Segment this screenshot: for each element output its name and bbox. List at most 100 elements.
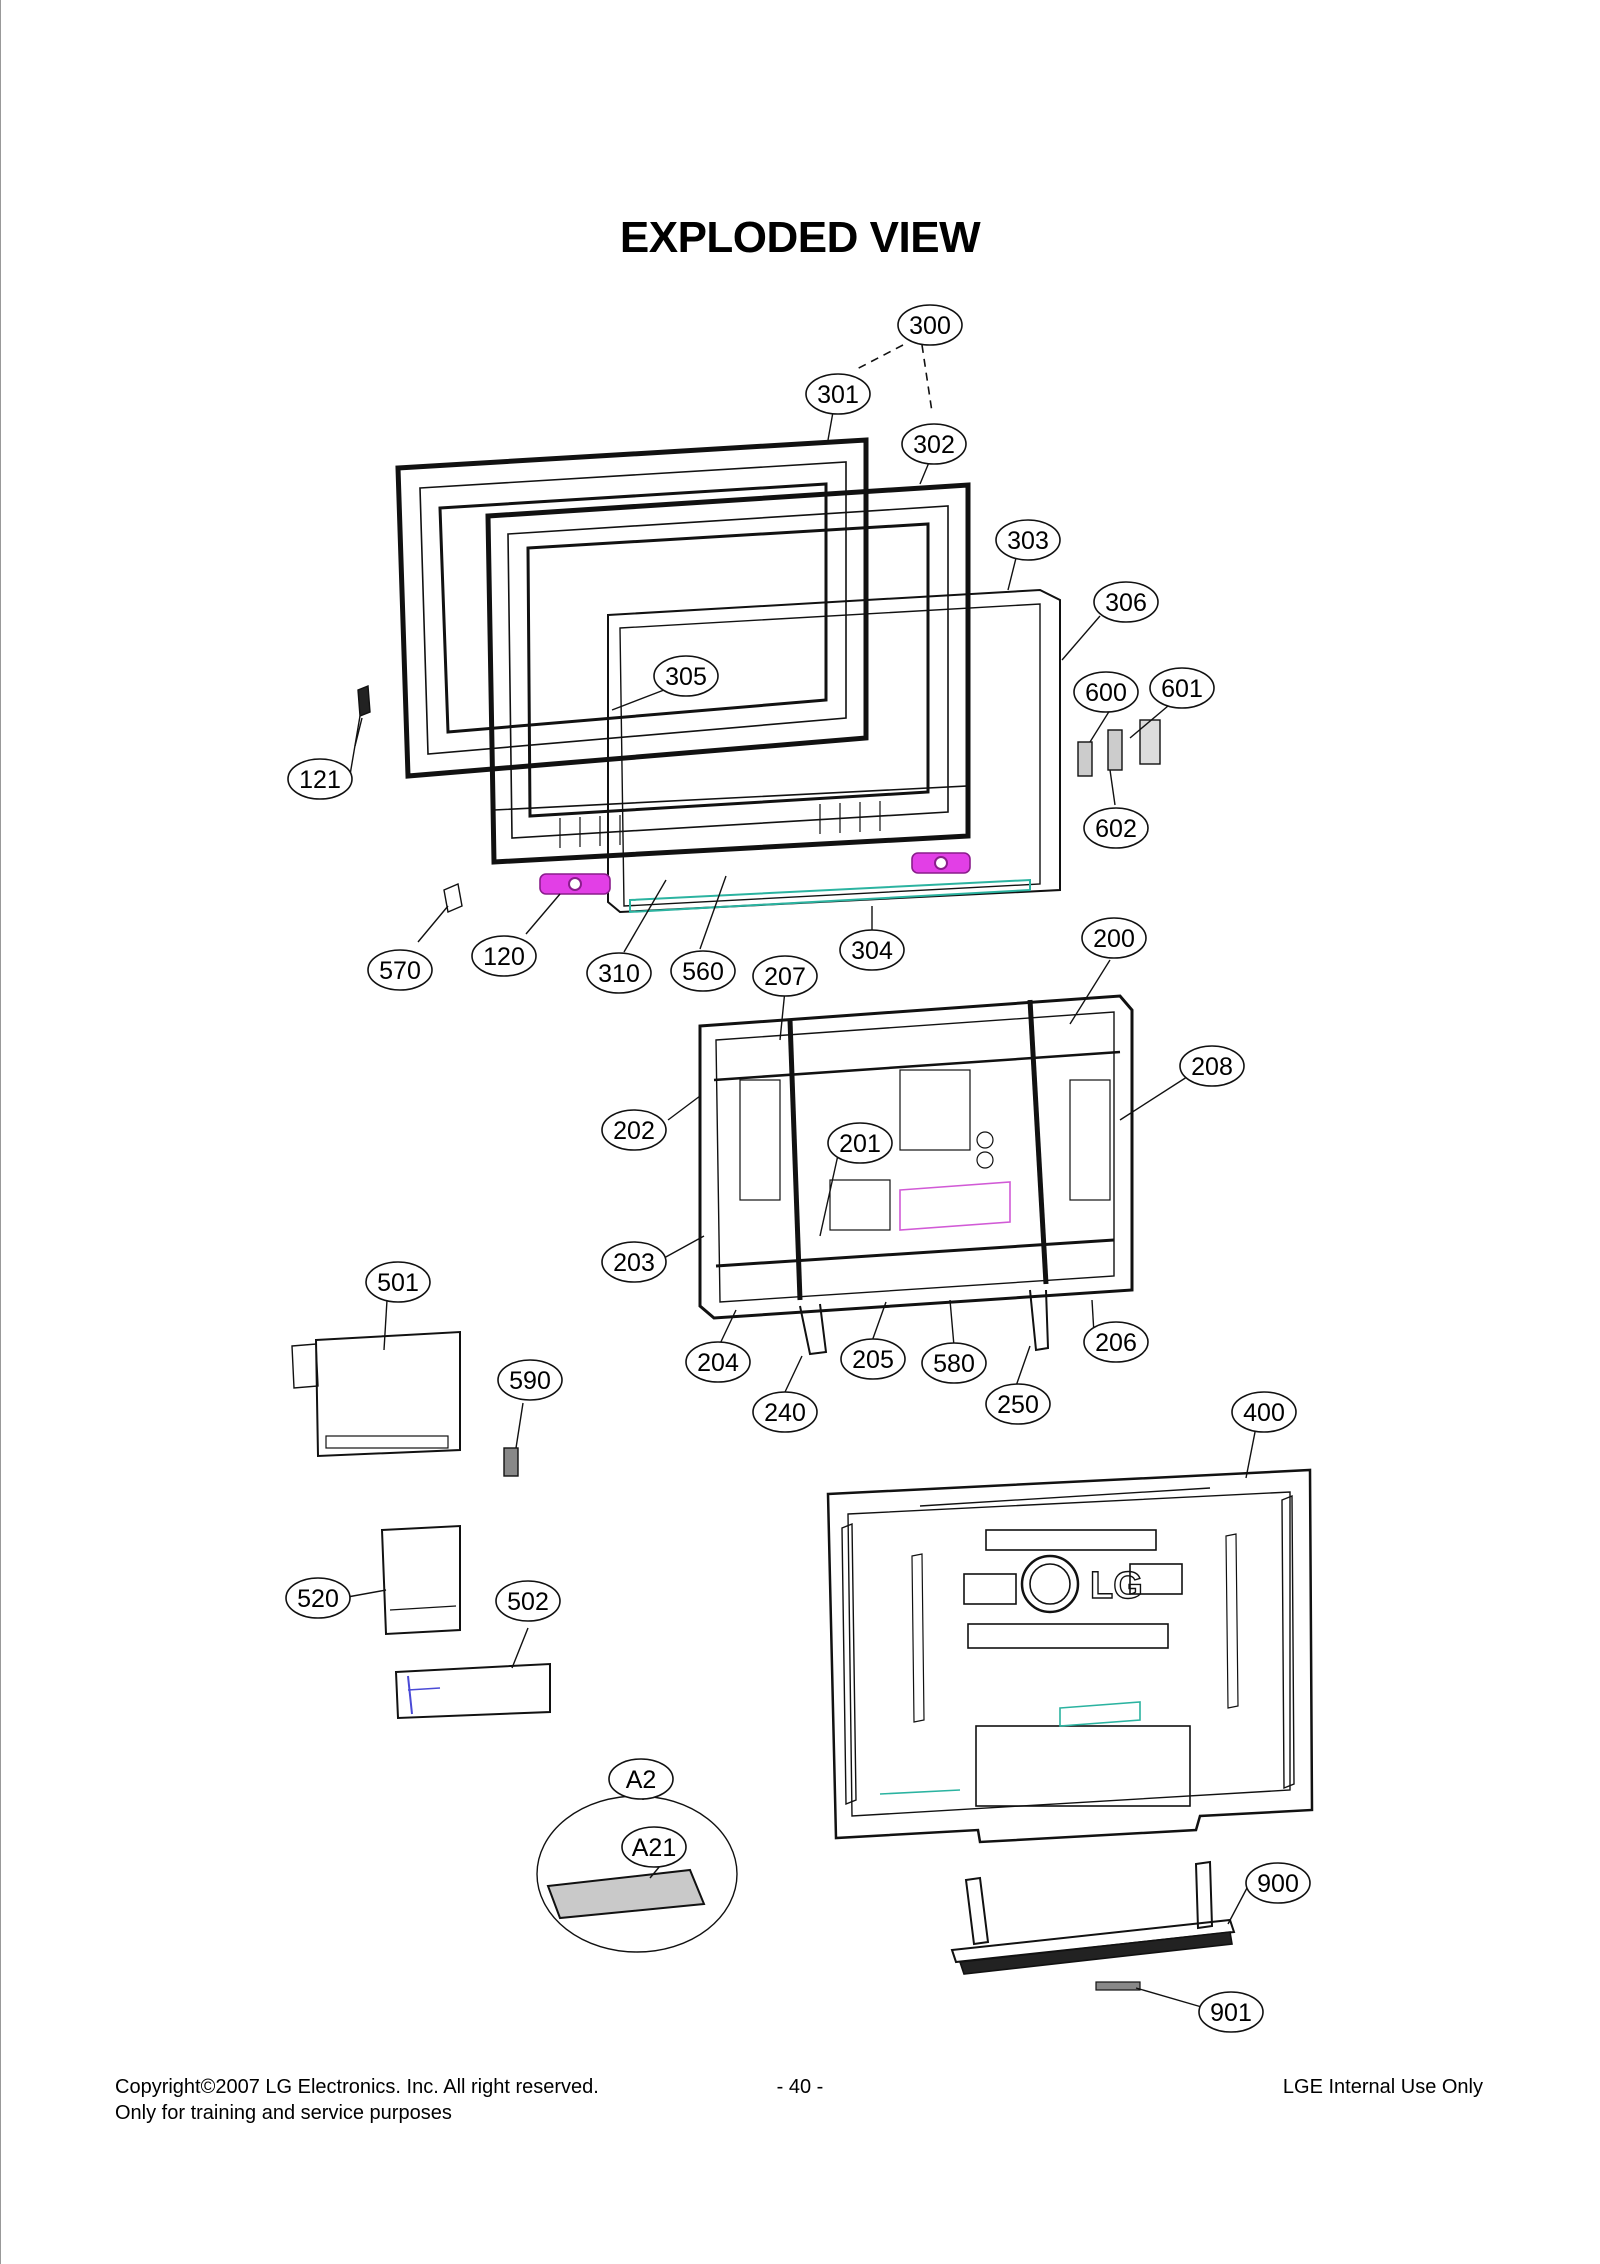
callout-label: 302 (913, 431, 955, 459)
callout-bubble (285, 1577, 351, 1619)
callout-580: 580 (921, 1342, 987, 1384)
callout-label: A21 (632, 1834, 676, 1862)
callout-label: 306 (1105, 589, 1147, 617)
callout-bubble (653, 655, 719, 697)
page-number: - 40 - (776, 2076, 824, 2098)
callout-301: 301 (805, 373, 871, 415)
callout-label: 602 (1095, 815, 1137, 843)
callout-250: 250 (985, 1383, 1051, 1425)
callout-bubble (365, 1261, 431, 1303)
callout-label: 121 (299, 766, 341, 794)
part-901 (1095, 1981, 1141, 1991)
callout-label: 580 (933, 1350, 975, 1378)
lg-logo-text: LG (1090, 1565, 1143, 1607)
callout-bubble (995, 519, 1061, 561)
callout-A2: A2 (608, 1758, 674, 1800)
callout-label: 201 (839, 1130, 881, 1158)
callout-label: 204 (697, 1349, 739, 1377)
callout-306: 306 (1093, 581, 1159, 623)
part-boards-600-602 (1077, 719, 1161, 777)
callout-label: 600 (1085, 679, 1127, 707)
callout-bubble (897, 304, 963, 346)
callout-label: 310 (598, 960, 640, 988)
callout-bubble (752, 1391, 818, 1433)
callout-570: 570 (367, 949, 433, 991)
callout-label: 502 (507, 1588, 549, 1616)
callout-label: 560 (682, 958, 724, 986)
callout-bubble (901, 423, 967, 465)
callout-bubble (621, 1826, 687, 1868)
callout-bubble (840, 1338, 906, 1380)
callout-300: 300 (897, 304, 963, 346)
callout-bubble (1149, 667, 1215, 709)
part-chassis-200 (698, 994, 1134, 1356)
callout-bubble (685, 1341, 751, 1383)
copyright-text: Copyright©2007 LG Electronics. Inc. All … (115, 2076, 599, 2098)
footer-left: Copyright©2007 LG Electronics. Inc. All … (115, 2074, 599, 2126)
callout-label: 570 (379, 957, 421, 985)
callout-120: 120 (471, 935, 537, 977)
callout-label: 120 (483, 943, 525, 971)
callout-400: 400 (1231, 1391, 1297, 1433)
part-back-cover-400 (826, 1468, 1314, 1844)
callout-bubble (495, 1580, 561, 1622)
callout-bubble (1198, 1991, 1264, 2033)
part-speakers-120 (539, 852, 971, 895)
callout-310: 310 (586, 952, 652, 994)
part-mid-frame-302 (485, 482, 971, 865)
callout-label: 200 (1093, 925, 1135, 953)
callout-520: 520 (285, 1577, 351, 1619)
callout-bubble (839, 929, 905, 971)
part-board-501 (291, 1330, 461, 1458)
part-bracket-570 (443, 883, 463, 913)
part-front-bezel-301 (395, 437, 869, 779)
callout-208: 208 (1179, 1045, 1245, 1087)
callout-206: 206 (1083, 1321, 1149, 1363)
callout-901: 901 (1198, 1991, 1264, 2033)
callout-201: 201 (827, 1122, 893, 1164)
callout-label: 205 (852, 1346, 894, 1374)
callout-label: 400 (1243, 1399, 1285, 1427)
callout-bubble (985, 1383, 1051, 1425)
callout-label: 304 (851, 937, 893, 965)
callout-bubble (1245, 1862, 1311, 1904)
callout-bubble (1081, 917, 1147, 959)
part-stand-900 (950, 1860, 1236, 1975)
callout-label: 250 (997, 1391, 1039, 1419)
page-border (0, 0, 1, 2264)
callout-label: 240 (764, 1399, 806, 1427)
callout-bubble (670, 950, 736, 992)
leader-305 (611, 689, 665, 711)
callout-202: 202 (601, 1109, 667, 1151)
callout-label: 300 (909, 312, 951, 340)
callout-A21: A21 (621, 1826, 687, 1868)
callout-label: 601 (1161, 675, 1203, 703)
callout-900: 900 (1245, 1862, 1311, 1904)
callout-label: 207 (764, 963, 806, 991)
callout-label: 520 (297, 1585, 339, 1613)
callout-207: 207 (752, 955, 818, 997)
callout-bubble (1093, 581, 1159, 623)
part-board-502 (394, 1662, 551, 1720)
callout-305: 305 (653, 655, 719, 697)
callout-304: 304 (839, 929, 905, 971)
part-590 (503, 1447, 519, 1477)
callout-label: 208 (1191, 1053, 1233, 1081)
callout-501: 501 (365, 1261, 431, 1303)
part-remote-A2 (536, 1795, 738, 1953)
callout-label: 590 (509, 1367, 551, 1395)
callout-bubble (805, 373, 871, 415)
callout-bubble (608, 1758, 674, 1800)
callout-label: 202 (613, 1117, 655, 1145)
callout-200: 200 (1081, 917, 1147, 959)
callout-600: 600 (1073, 671, 1139, 713)
group-bracket-300 (854, 344, 933, 413)
page-title: EXPLODED VIEW (619, 213, 981, 262)
part-board-520 (380, 1524, 461, 1636)
internal-use-text: LGE Internal Use Only (1282, 2076, 1483, 2098)
callout-label: A2 (626, 1766, 657, 1794)
callout-bubble (921, 1342, 987, 1384)
callout-bubble (1179, 1045, 1245, 1087)
callout-bubble (586, 952, 652, 994)
